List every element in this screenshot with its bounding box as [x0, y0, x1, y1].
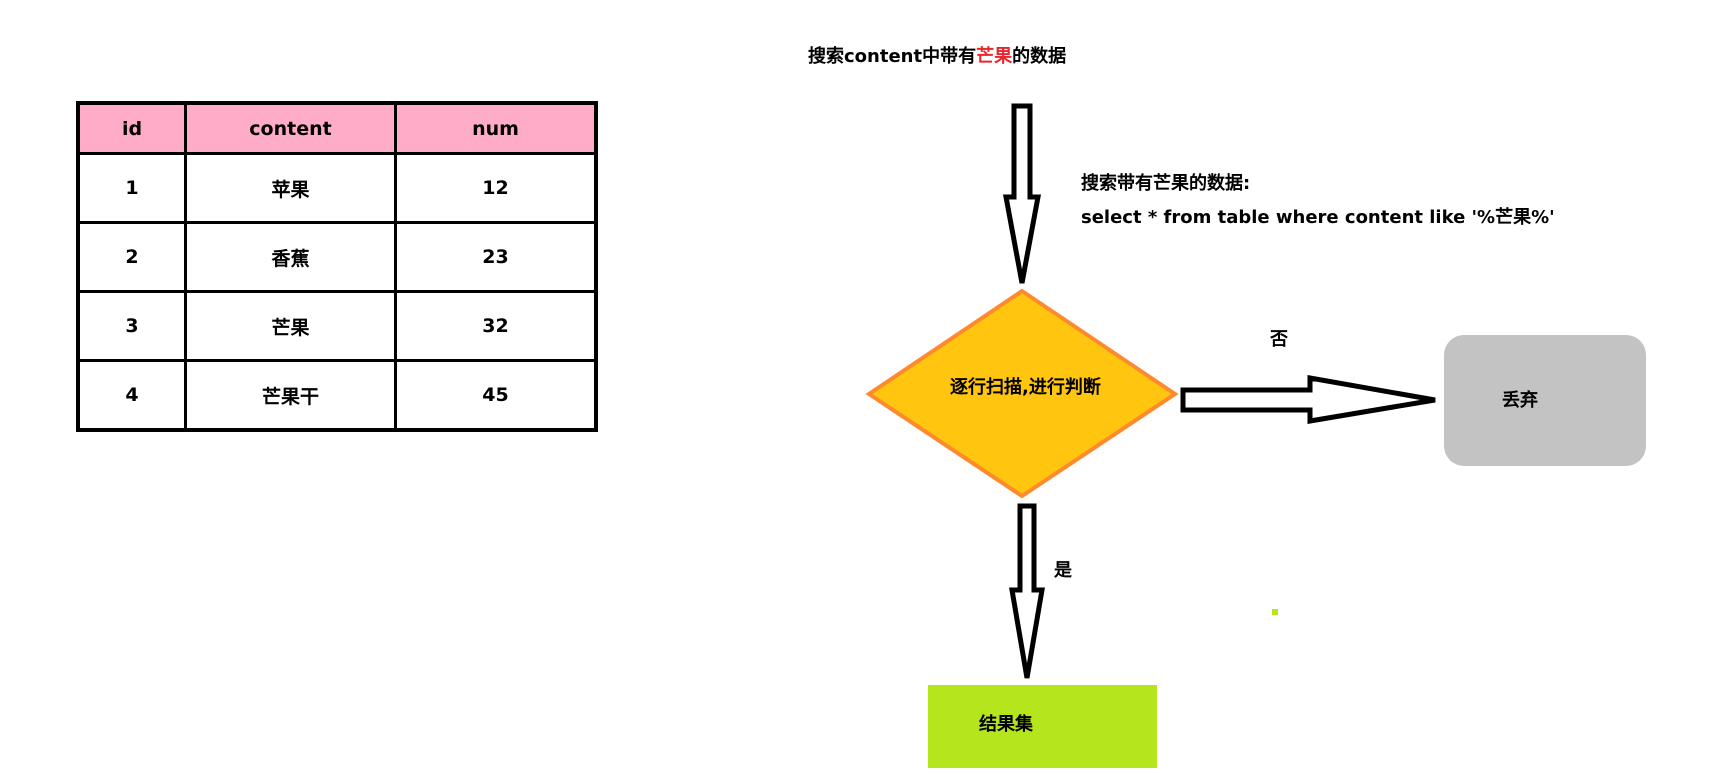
header-content: content — [184, 101, 397, 155]
data-table: id content num 1 苹果 12 2 香蕉 23 3 芒果 32 4… — [76, 101, 598, 432]
discard-label: 丢弃 — [1502, 390, 1538, 411]
cell-content: 芒果 — [184, 290, 397, 362]
header-id: id — [76, 101, 187, 155]
branch-no-label: 否 — [1270, 329, 1288, 350]
cell-num: 32 — [394, 290, 598, 362]
cell-id: 2 — [76, 221, 187, 293]
annotation-line1: 搜索带有芒果的数据: — [1081, 173, 1251, 194]
annotation-sql: select * from table where content like '… — [1081, 207, 1555, 228]
branch-yes-label: 是 — [1054, 560, 1072, 581]
cell-num: 12 — [394, 152, 598, 224]
cell-content: 苹果 — [184, 152, 397, 224]
arrow-right-no — [1180, 375, 1436, 424]
cell-id: 3 — [76, 290, 187, 362]
cell-content: 芒果干 — [184, 359, 397, 432]
table-row: 2 香蕉 23 — [76, 221, 598, 293]
arrow-down-yes — [1009, 503, 1045, 679]
title-prefix: 搜索content中带有 — [808, 46, 977, 67]
cell-id: 4 — [76, 359, 187, 432]
table-row: 4 芒果干 45 — [76, 359, 598, 432]
stray-dot — [1272, 609, 1278, 615]
title-highlight: 芒果 — [976, 46, 1013, 67]
header-num: num — [394, 101, 598, 155]
cell-num: 23 — [394, 221, 598, 293]
arrow-down-top — [1002, 103, 1042, 284]
decision-diamond — [865, 288, 1179, 499]
discard-box — [1444, 335, 1646, 466]
result-box — [928, 685, 1157, 768]
table-row: 1 苹果 12 — [76, 152, 598, 224]
cell-content: 香蕉 — [184, 221, 397, 293]
table-header-row: id content num — [76, 101, 598, 155]
cell-num: 45 — [394, 359, 598, 432]
cell-id: 1 — [76, 152, 187, 224]
diamond-label: 逐行扫描,进行判断 — [950, 377, 1101, 398]
title-suffix: 的数据 — [1012, 46, 1067, 67]
diagram-title: 搜索content中带有芒果的数据 — [808, 42, 1066, 68]
table-row: 3 芒果 32 — [76, 290, 598, 362]
result-label: 结果集 — [979, 714, 1033, 735]
